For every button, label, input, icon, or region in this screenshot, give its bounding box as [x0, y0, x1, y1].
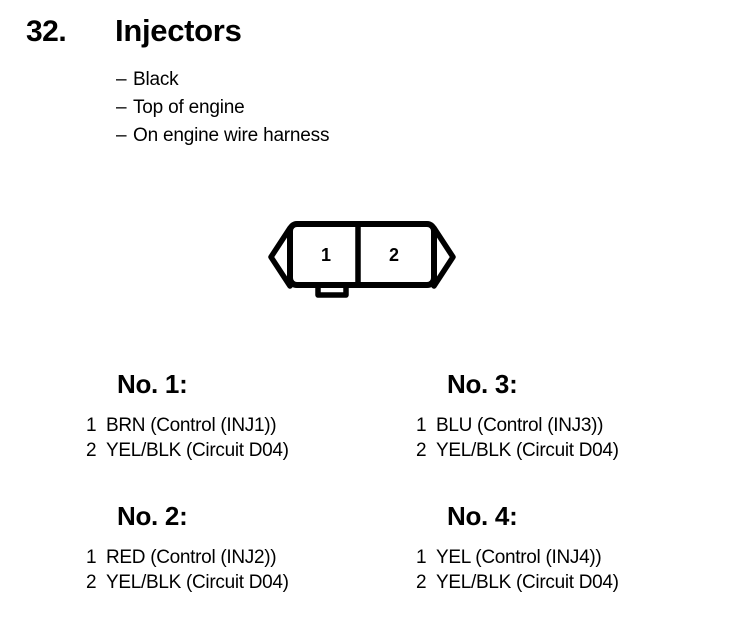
pinout-row: 2 YEL/BLK (Circuit D04) [86, 438, 416, 463]
header-note-label: On engine wire harness [133, 125, 330, 146]
pinout-section-title: No. 2: [117, 501, 188, 531]
pin-description: BLU (Control (INJ3)) [436, 415, 604, 436]
pin-description: RED (Control (INJ2)) [106, 547, 277, 568]
page-title: Injectors [115, 13, 242, 48]
pinout-list: 1 BRN (Control (INJ1)) 2 YEL/BLK (Circui… [86, 413, 416, 463]
pinout-row: 2 YEL/BLK (Circuit D04) [86, 570, 416, 595]
pin-number: 1 [416, 415, 427, 436]
pinout-row: 1 RED (Control (INJ2)) [86, 545, 416, 570]
pin-description: YEL/BLK (Circuit D04) [436, 440, 619, 461]
pin-number: 1 [86, 415, 97, 436]
connector-body [287, 221, 437, 288]
pin-number: 2 [416, 440, 427, 461]
dash-icon: – [116, 69, 127, 90]
header-note-list: – Black – Top of engine – On engine wire… [116, 66, 536, 150]
pinout-list: 1 RED (Control (INJ2)) 2 YEL/BLK (Circui… [86, 545, 416, 595]
pinout-section-no-3: No. 3: 1 BLU (Control (INJ3)) 2 YEL/BLK … [416, 368, 736, 463]
dash-icon: – [116, 97, 127, 118]
pinout-section-title: No. 4: [447, 501, 518, 531]
pinout-row: 2 YEL/BLK (Circuit D04) [416, 570, 736, 595]
pin-number: 2 [416, 572, 427, 593]
connector-cavity-label-2: 2 [389, 245, 399, 265]
pin-number: 2 [86, 572, 97, 593]
pinout-row: 1 BRN (Control (INJ1)) [86, 413, 416, 438]
pin-description: YEL (Control (INJ4)) [436, 547, 602, 568]
pinout-section-no-4: No. 4: 1 YEL (Control (INJ4)) 2 YEL/BLK … [416, 500, 736, 595]
connector-cavity-label-1: 1 [321, 245, 331, 265]
connector-shape: 1 2 [268, 221, 456, 298]
pinout-section-no-2: No. 2: 1 RED (Control (INJ2)) 2 YEL/BLK … [86, 500, 416, 595]
pinout-section-title: No. 1: [117, 369, 188, 399]
pin-number: 1 [416, 547, 427, 568]
pin-description: YEL/BLK (Circuit D04) [106, 440, 289, 461]
header-note-label: Black [133, 69, 179, 90]
pinout-row: 1 BLU (Control (INJ3)) [416, 413, 736, 438]
header-note-item: – Top of engine [116, 94, 536, 122]
section-number-text: 32. [26, 15, 67, 48]
header-note-label: Top of engine [133, 97, 245, 118]
dash-icon: – [116, 125, 127, 146]
pinout-list: 1 YEL (Control (INJ4)) 2 YEL/BLK (Circui… [416, 545, 736, 595]
pinout-row: 2 YEL/BLK (Circuit D04) [416, 438, 736, 463]
pin-number: 1 [86, 547, 97, 568]
pin-description: YEL/BLK (Circuit D04) [436, 572, 619, 593]
pin-number: 2 [86, 440, 97, 461]
pinout-list: 1 BLU (Control (INJ3)) 2 YEL/BLK (Circui… [416, 413, 736, 463]
pinout-section-title: No. 3: [447, 369, 518, 399]
connector-diagram: 1 2 [262, 210, 462, 310]
pin-description: YEL/BLK (Circuit D04) [106, 572, 289, 593]
pinout-section-no-1: No. 1: 1 BRN (Control (INJ1)) 2 YEL/BLK … [86, 368, 416, 463]
header-note-item: – Black [116, 66, 536, 94]
pin-description: BRN (Control (INJ1)) [106, 415, 277, 436]
header-note-item: – On engine wire harness [116, 122, 536, 150]
pinout-row: 1 YEL (Control (INJ4)) [416, 545, 736, 570]
